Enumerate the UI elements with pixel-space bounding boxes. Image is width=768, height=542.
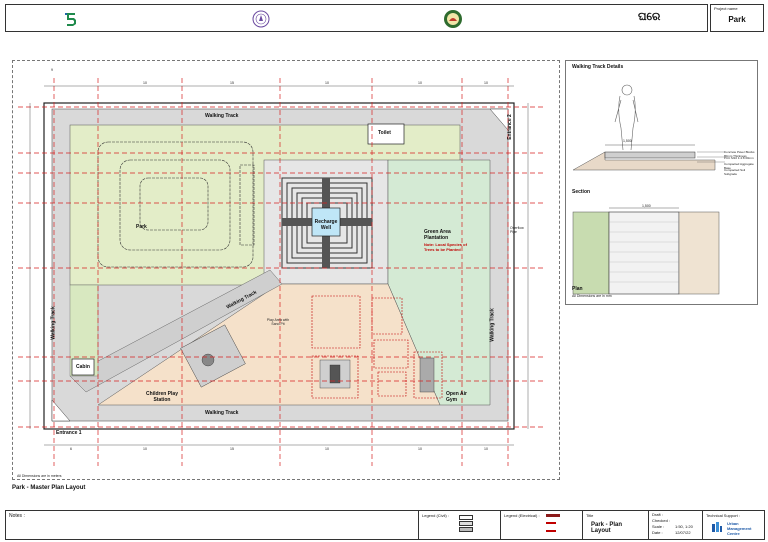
government-seal-logo xyxy=(252,10,270,28)
toilet-box xyxy=(367,123,405,145)
grid-bubble-top-2: 10 xyxy=(143,81,147,85)
cabin-label: Cabin xyxy=(76,364,90,370)
detail-note-1: Concrete Paver Blocks 80mm Thickness xyxy=(724,150,755,158)
green-area-label: Green Area Plantation xyxy=(424,229,451,241)
overflow-pipe-label: Overflow Pipe xyxy=(510,226,524,234)
support-org: Urban Management Centre xyxy=(727,521,752,536)
agency-logo-1 xyxy=(65,13,76,26)
walking-track-details-frame xyxy=(565,60,758,305)
detail-note-4: Compacted Soil Subgrade xyxy=(724,168,746,176)
section-dim: 1,500 xyxy=(623,139,632,143)
person-figure xyxy=(614,84,639,151)
grid-bubble-top-5: 10 xyxy=(418,81,422,85)
grid-bubble-top-6: 10 xyxy=(484,81,488,85)
header-strip: ଘରେ xyxy=(5,4,708,32)
park-label: Park xyxy=(136,224,147,230)
detail-note-2: PCC M10 1:4:8 60mm xyxy=(724,156,754,160)
sand-pit-label: Play Area with Sand Pit xyxy=(266,318,290,326)
legend-electrical-label: Legend (Electrical) : xyxy=(504,513,540,518)
track-details-drawing xyxy=(572,84,725,295)
walking-track-right-label: Walking Track xyxy=(489,308,496,342)
children-play-label: Children Play Station xyxy=(146,391,178,403)
legend-electrical-cell: Legend (Electrical) : xyxy=(500,511,582,539)
play-equipment-shapes xyxy=(180,324,435,393)
site-boundary xyxy=(43,102,515,430)
title-block: Notes : Legend (Civil) : Legend (Electri… xyxy=(5,510,765,540)
green-plantation-area xyxy=(387,159,491,406)
script-logo: ଘରେ xyxy=(638,11,661,23)
notes-label: Notes : xyxy=(9,513,25,519)
grid-bubble-bottom-1: 6 xyxy=(70,447,72,451)
title-value: Park - Plan Layout xyxy=(591,522,623,534)
grid-lines-vertical xyxy=(53,78,509,466)
scale-label: Scale : xyxy=(652,524,665,529)
drawing-info-cell: Draft : Checked : Scale : 1:50, 1:20 Dat… xyxy=(648,511,702,539)
grid-bubble-top-4: 10 xyxy=(325,81,329,85)
project-name-box: Project name Park xyxy=(710,4,764,32)
title-label: Title xyxy=(586,513,594,518)
legend-civil-cell: Legend (Civil) : xyxy=(418,511,500,539)
drawing-title-cell: Title Park - Plan Layout xyxy=(582,511,648,539)
grid-bubble-bottom-3: 15 xyxy=(230,447,234,451)
walking-track-left-label: Walking Track xyxy=(50,306,57,340)
plan-title: Park - Master Plan Layout xyxy=(12,485,86,491)
plan-dim: 1,500 xyxy=(642,204,651,208)
project-name-value: Park xyxy=(728,15,746,24)
play-area xyxy=(97,283,441,406)
cabin-box xyxy=(71,358,95,376)
plan-paver-pattern xyxy=(609,221,679,283)
grid-bubble-bottom-6: 10 xyxy=(484,447,488,451)
project-name-label: Project name xyxy=(714,6,738,11)
master-plan-frame xyxy=(12,60,560,480)
support-label: Technical Support : xyxy=(706,513,741,518)
checked-label: Checked : xyxy=(652,518,671,523)
legend-civil-label: Legend (Civil) : xyxy=(422,513,449,518)
toilet-label: Toilet xyxy=(378,130,391,136)
section-ground xyxy=(572,151,716,171)
walking-track-bottom-label: Walking Track xyxy=(205,410,239,416)
section-pavement xyxy=(604,151,696,159)
section-label: Section xyxy=(572,189,591,195)
entrance-1-label: Entrance 1 xyxy=(56,430,82,436)
dimension-lines xyxy=(29,85,529,446)
plan-soil-strip xyxy=(678,211,720,295)
grid-bubble-bottom-5: 10 xyxy=(418,447,422,451)
entrance-2-label: Entrance 2 xyxy=(506,114,513,140)
detail-note-3: Compacted Aggregate Base xyxy=(724,162,754,170)
date-label: Date : xyxy=(652,530,663,535)
lawn-paths xyxy=(97,141,255,268)
walking-track-top-label: Walking Track xyxy=(205,113,239,119)
grid-bubble-top-3: 15 xyxy=(230,81,234,85)
date-value: 12/07/22 xyxy=(675,530,691,535)
emblem-logo xyxy=(444,10,462,28)
drawn-label: Draft : xyxy=(652,512,663,517)
details-dims-note: All Dimensions are in mm xyxy=(572,294,612,298)
plan-green-strip xyxy=(572,211,610,295)
diagonal-walking-track xyxy=(69,269,283,393)
grid-bubble-top-1: 9 xyxy=(51,68,53,72)
play-equipment xyxy=(311,295,443,399)
umc-logo-icon xyxy=(712,522,722,532)
open-air-gym-label: Open Air Gym xyxy=(446,391,467,403)
dimensions-note: All Dimensions are in meters xyxy=(17,474,62,478)
entrance-1-gate xyxy=(51,399,71,422)
grid-bubble-bottom-2: 10 xyxy=(143,447,147,451)
support-cell: Technical Support : Urban Management Cen… xyxy=(702,511,764,539)
details-title: Walking Track Details xyxy=(572,64,624,70)
plan-paver-area xyxy=(608,211,680,295)
grid-bubble-bottom-4: 10 xyxy=(325,447,329,451)
plan-label: Plan xyxy=(572,286,583,292)
recharge-well-label: Recharge Well xyxy=(314,219,338,231)
grid-lines-horizontal xyxy=(18,106,546,428)
scale-value: 1:50, 1:20 xyxy=(675,524,693,529)
native-species-note: Note: Local Species of Trees to be Plant… xyxy=(424,242,467,252)
